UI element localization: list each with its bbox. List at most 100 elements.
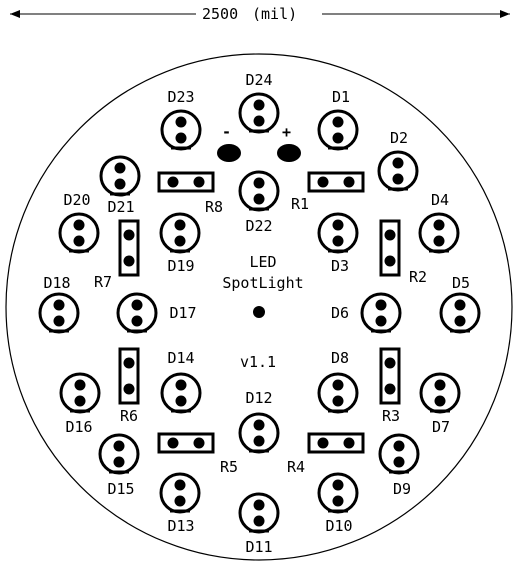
led-pad-top	[392, 157, 404, 169]
led-d20: D20	[58, 191, 100, 254]
led-label: D20	[63, 191, 90, 209]
minus-sign: -	[222, 123, 231, 141]
resistor-r8: R8	[157, 171, 223, 216]
led-pad-bottom	[174, 235, 186, 247]
dimension-value: 2500	[202, 5, 238, 23]
resistor-outline	[379, 219, 401, 277]
led-label: D9	[393, 480, 411, 498]
led-d8: D8	[317, 349, 359, 414]
led-d4: D4	[418, 191, 460, 254]
resistor-outline	[118, 347, 140, 405]
led-pad-bottom	[253, 115, 265, 127]
led-pad-bottom	[332, 395, 344, 407]
led-label: D2	[390, 129, 408, 147]
power-pad-plus	[277, 144, 301, 162]
resistor-outline	[118, 219, 140, 277]
led-pad-bottom	[174, 495, 186, 507]
led-d3: D3	[317, 212, 359, 275]
led-pad-top	[174, 479, 186, 491]
led-d7: D7	[419, 372, 461, 436]
led-d13: D13	[159, 472, 201, 535]
led-pad-top	[114, 162, 126, 174]
resistor-pad-1	[317, 437, 329, 449]
power-pad-minus	[217, 144, 241, 162]
led-pad-top	[434, 379, 446, 391]
led-pad-bottom	[74, 395, 86, 407]
led-d17: D17	[116, 292, 197, 334]
led-pad-top	[174, 219, 186, 231]
dimension-unit: (mil)	[252, 5, 297, 23]
resistor-outline	[379, 347, 401, 405]
led-pad-bottom	[131, 315, 143, 327]
led-pad-bottom	[253, 435, 265, 447]
led-pad-top	[332, 479, 344, 491]
led-d9: D9	[378, 433, 420, 498]
led-pad-top	[73, 219, 85, 231]
led-pad-bottom	[332, 235, 344, 247]
led-pad-bottom	[53, 315, 65, 327]
led-pad-top	[53, 299, 65, 311]
led-label: D15	[107, 480, 134, 498]
resistor-pad-1	[384, 229, 396, 241]
resistor-pad-2	[193, 437, 205, 449]
led-d5: D5	[439, 274, 481, 334]
led-label: D23	[167, 88, 194, 106]
resistor-label: R5	[220, 458, 238, 476]
led-label: D14	[167, 349, 194, 367]
led-pad-bottom	[113, 456, 125, 468]
led-label: D10	[325, 517, 352, 535]
led-pad-bottom	[332, 132, 344, 144]
resistor-r1: R1	[291, 171, 365, 213]
resistor-outline	[307, 432, 365, 454]
resistor-label: R6	[120, 407, 138, 425]
resistor-pad-2	[193, 176, 205, 188]
version-label: v1.1	[240, 353, 276, 371]
led-label: D1	[332, 88, 350, 106]
led-pad-top	[454, 299, 466, 311]
led-d14: D14	[160, 349, 202, 414]
led-d23: D23	[160, 88, 202, 151]
led-label: D21	[107, 198, 134, 216]
resistor-pad-1	[123, 229, 135, 241]
led-pad-top	[175, 379, 187, 391]
resistor-outline	[157, 432, 215, 454]
resistor-outline	[157, 171, 215, 193]
power-pads: - +	[217, 123, 301, 162]
led-label: D3	[331, 257, 349, 275]
resistor-r7: R7	[94, 219, 140, 291]
led-pad-top	[253, 177, 265, 189]
led-pad-top	[332, 379, 344, 391]
board-outline	[5, 53, 513, 561]
led-label: D8	[331, 349, 349, 367]
led-pad-bottom	[375, 315, 387, 327]
led-d21: D21	[99, 155, 141, 216]
resistor-r2: R2	[379, 219, 427, 286]
led-pad-top	[253, 99, 265, 111]
resistor-pad-2	[123, 383, 135, 395]
led-label: D18	[43, 274, 70, 292]
resistor-pad-1	[167, 176, 179, 188]
title-led: LED	[249, 253, 276, 271]
led-pad-top	[131, 299, 143, 311]
led-pad-top	[393, 440, 405, 452]
center-mount-hole	[253, 306, 265, 318]
led-d12: D12	[238, 389, 280, 454]
led-pad-bottom	[175, 395, 187, 407]
led-label: D13	[167, 517, 194, 535]
resistor-r3: R3	[379, 347, 401, 425]
resistor-label: R2	[409, 268, 427, 286]
led-pad-bottom	[73, 235, 85, 247]
led-label: D7	[432, 418, 450, 436]
resistor-pad-2	[343, 176, 355, 188]
led-d19: D19	[159, 212, 201, 275]
led-pad-bottom	[332, 495, 344, 507]
resistor-label: R7	[94, 273, 112, 291]
led-d15: D15	[98, 433, 140, 498]
resistor-pad-2	[123, 255, 135, 267]
led-label: D5	[452, 274, 470, 292]
led-label: D6	[331, 304, 349, 322]
led-d18: D18	[38, 274, 80, 334]
